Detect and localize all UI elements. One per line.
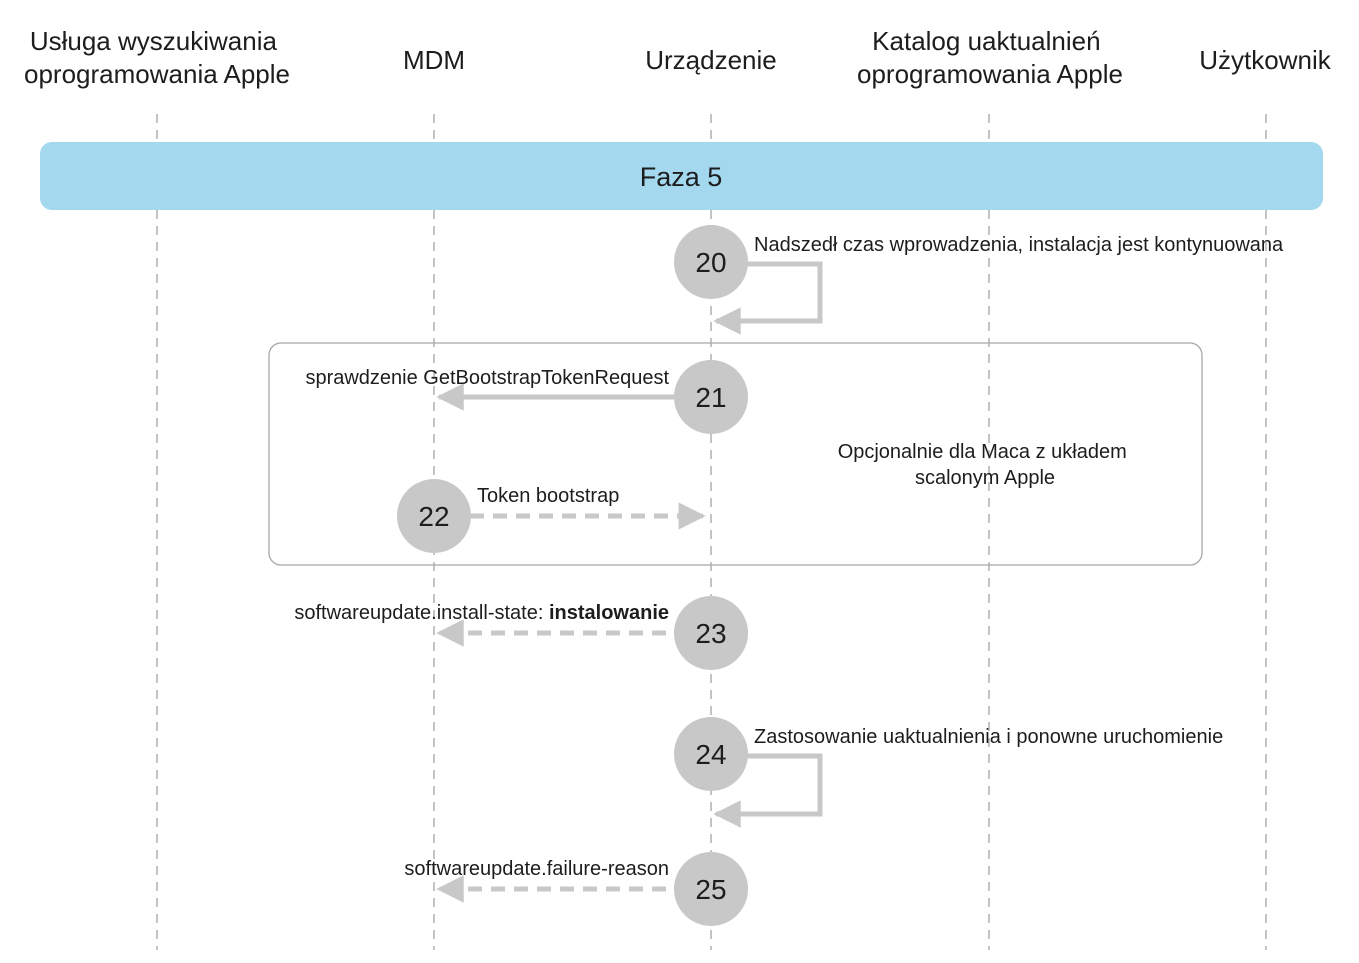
lane-title-catalog: Katalog uaktualnień oprogramowania Apple bbox=[857, 26, 1123, 89]
step-23-label: softwareupdate.install-state: instalowan… bbox=[294, 602, 669, 624]
step-23: 23 softwareupdate.install-state: instalo… bbox=[294, 596, 748, 670]
lane-title-lookup: Usługa wyszukiwania oprogramowania Apple bbox=[24, 26, 290, 89]
step-25: 25 softwareupdate.failure-reason bbox=[404, 852, 748, 926]
lane-title-user: Użytkownik bbox=[1199, 45, 1331, 75]
step-21-label: sprawdzenie GetBootstrapTokenRequest bbox=[305, 367, 669, 389]
optional-group-note: Opcjonalnie dla Maca z układem scalonym … bbox=[838, 441, 1133, 489]
step-24-self-arrow bbox=[711, 753, 823, 828]
step-24: 24 Zastosowanie uaktualnienia i ponowne … bbox=[674, 717, 1223, 828]
step-22-number: 22 bbox=[418, 501, 449, 532]
phase-bar bbox=[40, 142, 1323, 210]
step-23-label-prefix: softwareupdate.install-state: bbox=[294, 602, 549, 624]
step-25-circle bbox=[674, 852, 748, 926]
step-23-circle bbox=[674, 596, 748, 670]
step-22-label: Token bootstrap bbox=[477, 485, 619, 507]
step-24-label: Zastosowanie uaktualnienia i ponowne uru… bbox=[754, 726, 1223, 748]
step-24-number: 24 bbox=[695, 739, 726, 770]
step-20-circle bbox=[674, 225, 748, 299]
phase-label: Faza 5 bbox=[640, 162, 723, 192]
step-20-number: 20 bbox=[695, 247, 726, 278]
step-25-label: softwareupdate.failure-reason bbox=[404, 858, 669, 880]
step-21: 21 sprawdzenie GetBootstrapTokenRequest bbox=[305, 360, 748, 434]
step-20: 20 Nadszedł czas wprowadzenia, instalacj… bbox=[674, 225, 1284, 335]
lane-title-device: Urządzenie bbox=[645, 45, 777, 75]
step-23-number: 23 bbox=[695, 618, 726, 649]
step-20-label: Nadszedł czas wprowadzenia, instalacja j… bbox=[754, 234, 1284, 256]
step-24-circle bbox=[674, 717, 748, 791]
step-23-label-state: instalowanie bbox=[549, 602, 669, 624]
lane-title-mdm: MDM bbox=[403, 45, 465, 75]
step-22: 22 Token bootstrap bbox=[397, 479, 706, 553]
step-21-number: 21 bbox=[695, 382, 726, 413]
step-21-circle bbox=[674, 360, 748, 434]
step-20-self-arrow bbox=[711, 261, 823, 335]
optional-group-box bbox=[268, 342, 1203, 566]
step-25-number: 25 bbox=[695, 874, 726, 905]
step-22-circle bbox=[397, 479, 471, 553]
